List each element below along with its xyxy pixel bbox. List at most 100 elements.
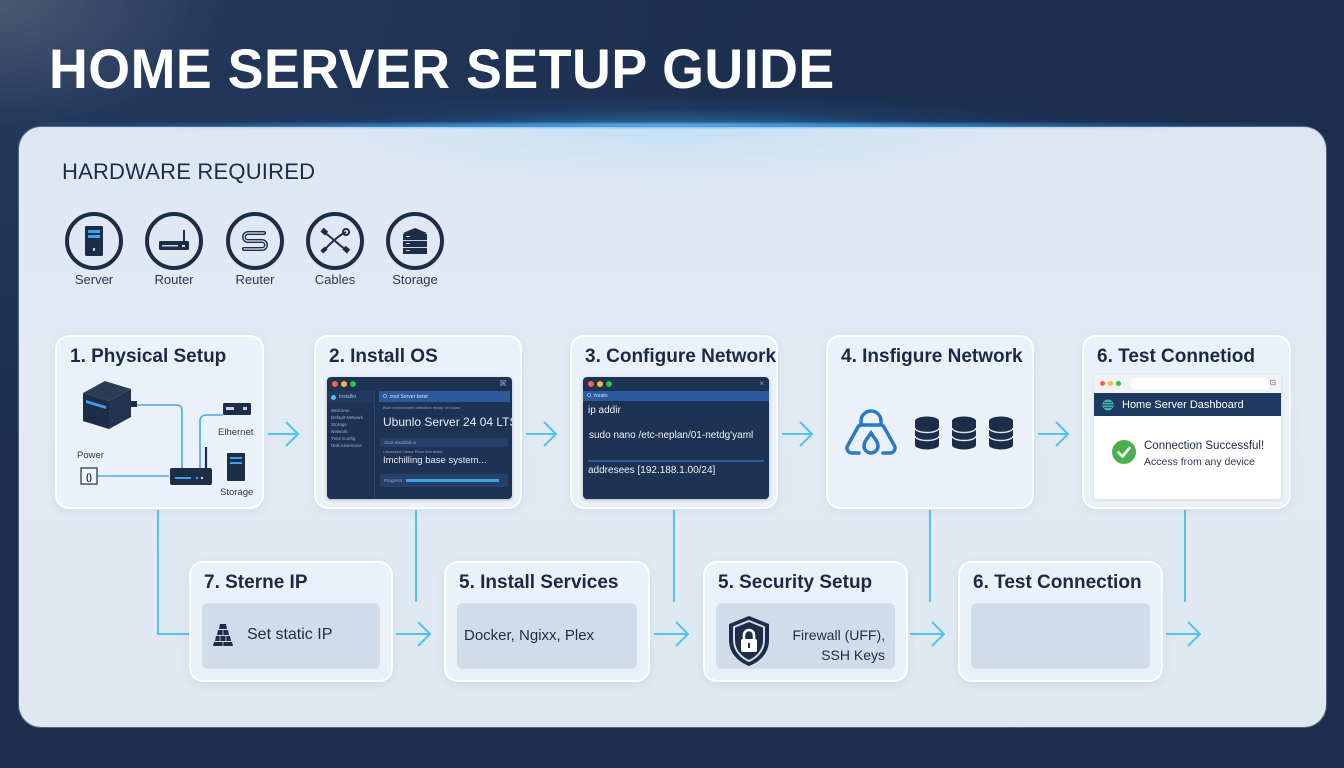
svg-text:(): () [86, 472, 92, 482]
flow-arrow-right-icon [1166, 621, 1202, 647]
maximize-dot[interactable] [606, 381, 612, 387]
step-title: 6. Test Connection [973, 572, 1142, 593]
sidebar-item[interactable]: Default Network [331, 415, 364, 420]
hardware-item-storage: Storage [375, 212, 455, 287]
step-title: 3. Configure Network [585, 346, 777, 367]
maximize-dot[interactable] [350, 381, 356, 387]
close-dot[interactable] [588, 381, 594, 387]
terminal-line: ip addir [588, 405, 621, 416]
flow-arrow-right-icon [654, 621, 690, 647]
progress-fill [406, 479, 500, 482]
firewall-bricks-icon [213, 624, 233, 646]
minimize-dot[interactable] [1108, 381, 1113, 386]
close-dot[interactable] [1100, 381, 1105, 386]
step-card-physical-setup: 1. Physical Setup [55, 335, 264, 509]
hardware-label: Server [74, 272, 114, 287]
hardware-item-router: Router [134, 212, 214, 287]
page-title: HOME SERVER SETUP GUIDE [49, 37, 835, 100]
database-icon [914, 416, 940, 450]
database-icons [914, 416, 1014, 450]
database-icon [988, 416, 1014, 450]
step-card-test-connection: 6. Test Connection [958, 561, 1163, 682]
step-card-configure-network: 3. Configure Network × O. zorato ip addi… [570, 335, 778, 509]
step-card-security-setup: 5. Security Setup Firewall (UFF), SSH Ke… [703, 561, 908, 682]
step-card-install-os: 2. Install OS ⌘ Installer Welcome Defaul… [314, 335, 522, 509]
hardware-label: Router [154, 272, 194, 287]
step-body-empty [971, 603, 1150, 669]
flow-arrow-right-icon [1038, 421, 1070, 447]
sidebar-item[interactable]: Welcome [331, 408, 350, 413]
globe-icon [1102, 399, 1114, 410]
step-title: 6. Test Connetiod [1097, 346, 1255, 367]
physical-setup-diagram: () [80, 381, 251, 485]
connector-line [157, 510, 159, 634]
step-body-text: Set static IP [247, 626, 333, 643]
server-box-icon [83, 381, 137, 429]
terminal-tab: O. zorato [583, 391, 769, 401]
step-title: 7. Sterne IP [204, 572, 308, 593]
coiled-cable-icon [226, 212, 284, 270]
step-title: 4. Insfigure Network [841, 346, 1023, 367]
close-icon[interactable]: × [759, 379, 764, 388]
installer-status: Imchilling base system... [383, 455, 487, 466]
installer-sidebar: Installer Welcome Default Network Storag… [327, 391, 375, 499]
flow-arrow-right-icon [782, 421, 814, 447]
dashboard-header: Home Server Dashboard [1094, 393, 1281, 416]
step-card-static-ip: 7. Sterne IP Set static IP [189, 561, 393, 682]
step-title: 1. Physical Setup [70, 346, 227, 367]
ethernet-switch-icon [223, 403, 251, 415]
step-body-line: Firewall (UFF), [792, 627, 885, 643]
server-tower-icon [65, 212, 123, 270]
step-body-text: Firewall (UFF), SSH Keys [792, 625, 885, 665]
installer-window: ⌘ Installer Welcome Default Network Stor… [327, 377, 512, 499]
window-controls [332, 381, 356, 387]
progress-track [406, 479, 504, 482]
hardware-label: Reuter [235, 272, 275, 287]
step-card-install-services: 5. Install Services Docker, Ngixx, Plex [444, 561, 650, 682]
step-body: Docker, Ngixx, Plex [457, 603, 637, 669]
window-controls [588, 381, 612, 387]
maximize-dot[interactable] [1116, 381, 1121, 386]
hardware-item-server: Server [54, 212, 134, 287]
step-title: 5. Security Setup [718, 572, 873, 593]
connector-line [929, 510, 931, 602]
progress-row: Progress [380, 474, 508, 487]
connector-line [157, 633, 189, 635]
ethernet-label: Elhernet [218, 427, 254, 438]
storage-tower-icon [227, 453, 245, 481]
step-body: Set static IP [202, 603, 380, 669]
browser-window: ⊡ Home Server Dashboard Connection Succe… [1094, 375, 1281, 499]
expand-icon[interactable]: ⌘ [499, 379, 507, 388]
header-divider [40, 122, 1304, 128]
installer-subtitle: Boot environment detection ready: ok fou… [383, 405, 461, 410]
installer-heading: Ubunlo Server 24 04 LTS [383, 415, 512, 429]
browser-toolbar: ⊡ [1094, 375, 1281, 393]
flow-arrow-right-icon [268, 421, 300, 447]
sidebar-item[interactable]: Disk Assertions [331, 443, 362, 448]
close-dot[interactable] [332, 381, 338, 387]
step-title: 5. Install Services [459, 572, 619, 593]
address-bar[interactable] [1130, 378, 1270, 389]
connector-line [1184, 510, 1186, 602]
sidebar-item[interactable]: Network [331, 429, 348, 434]
window-controls [1100, 381, 1121, 386]
step-body-text: Docker, Ngixx, Plex [464, 627, 595, 644]
storage-stack-icon [386, 212, 444, 270]
step-body: Firewall (UFF), SSH Keys [716, 603, 895, 669]
installer-status-small: Unpacked Cuisor Reon Extracted [383, 449, 443, 454]
sidebar-item[interactable]: Storage [331, 422, 347, 427]
power-outlet-icon: () [80, 467, 98, 485]
browser-menu-icon[interactable]: ⊡ [1269, 378, 1276, 387]
minimize-dot[interactable] [341, 381, 347, 387]
flow-arrow-right-icon [526, 421, 558, 447]
hardware-section-title: HARDWARE REQUIRED [62, 159, 316, 184]
sidebar-item[interactable]: Time Config [331, 436, 356, 441]
success-submessage: Access from any device [1144, 456, 1255, 468]
step-body-line: SSH Keys [821, 647, 885, 663]
flow-arrow-right-icon [910, 621, 946, 647]
progress-label: Progress [384, 478, 403, 483]
ethernet-cables-icon [306, 212, 364, 270]
minimize-dot[interactable] [597, 381, 603, 387]
step-card-test-connection-top: 6. Test Connetiod ⊡ Home Server Dashboar… [1082, 335, 1291, 509]
flow-arrow-right-icon [396, 621, 432, 647]
